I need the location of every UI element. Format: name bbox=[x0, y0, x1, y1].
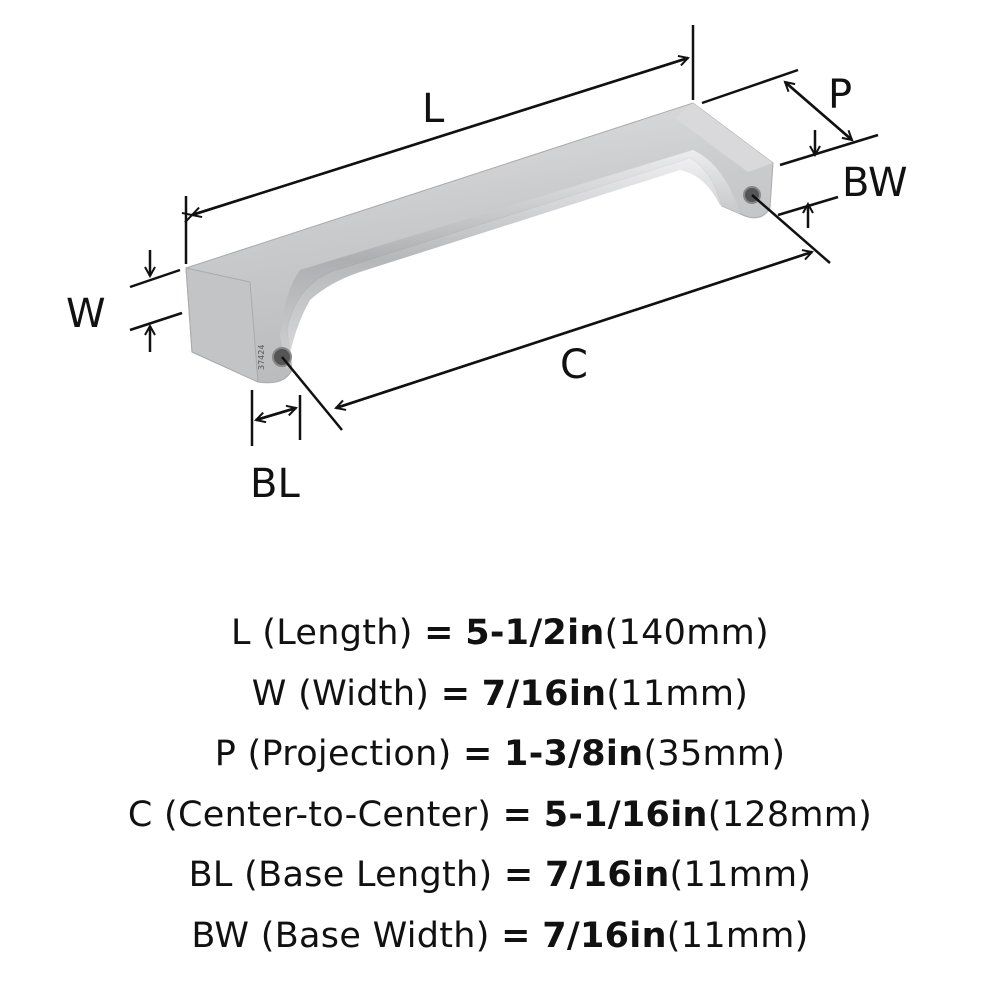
label-BL: BL bbox=[250, 461, 300, 507]
spec-length: L (Length) = 5-1/2in(140mm) bbox=[231, 613, 769, 653]
spec-projection: P (Projection) = 1-3/8in(35mm) bbox=[214, 734, 786, 774]
spec-base-width: BW (Base Width) = 7/16in(11mm) bbox=[191, 915, 809, 956]
specifications-list: L (Length) = 5-1/2in(140mm) W (Width) = … bbox=[0, 603, 1000, 966]
label-C: C bbox=[560, 342, 588, 388]
dimension-lines bbox=[129, 25, 879, 446]
cabinet-pull-handle: 37424 bbox=[185, 102, 774, 384]
handle-dimension-diagram: 37424 L P BW W C BL bbox=[66, 25, 908, 507]
label-P: P bbox=[828, 72, 852, 118]
spec-width: W (Width) = 7/16in(11mm) bbox=[251, 673, 749, 714]
spec-base-length: BL (Base Length) = 7/16in(11mm) bbox=[188, 855, 812, 895]
part-marking: 37424 bbox=[257, 345, 266, 370]
label-W: W bbox=[66, 291, 106, 337]
label-L: L bbox=[422, 86, 445, 132]
label-BW: BW bbox=[842, 160, 908, 206]
spec-center-to-center: C (Center-to-Center) = 5-1/16in(128mm) bbox=[127, 794, 873, 835]
